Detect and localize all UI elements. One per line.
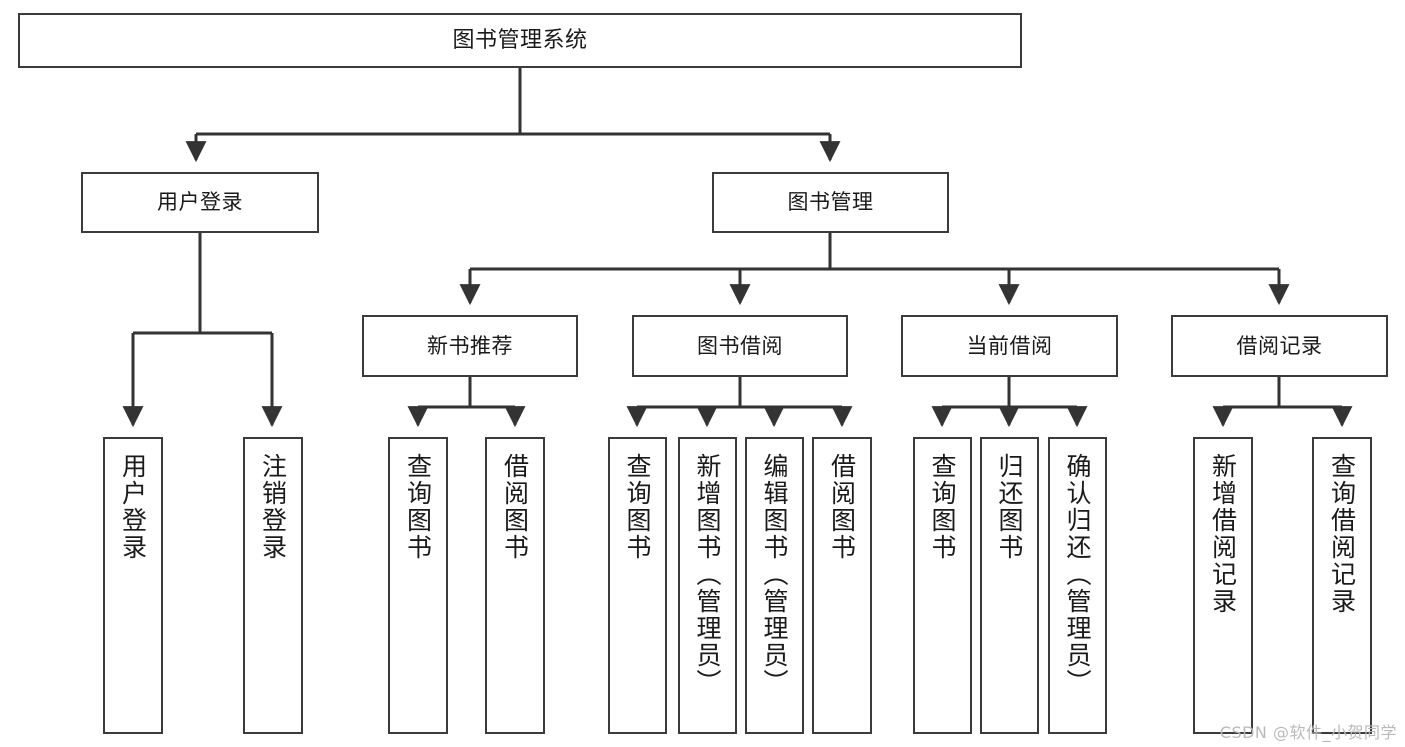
node-leaf-edit-book-label: 编辑图书（管理员） [760,453,789,696]
node-leaf-query-book-2[interactable]: 查询图书 [608,437,667,734]
node-leaf-query-record[interactable]: 查询借阅记录 [1312,437,1372,734]
node-borrow-record[interactable]: 借阅记录 [1171,315,1388,377]
node-user-login[interactable]: 用户登录 [81,172,319,233]
node-book-manage[interactable]: 图书管理 [712,172,949,233]
node-root-label: 图书管理系统 [452,27,588,53]
node-leaf-borrow-book-1[interactable]: 借阅图书 [485,437,545,734]
node-current-borrow-label: 当前借阅 [966,333,1053,358]
node-user-login-label: 用户登录 [157,190,243,215]
node-leaf-add-record[interactable]: 新增借阅记录 [1193,437,1253,734]
node-new-book-rec-label: 新书推荐 [427,333,513,358]
node-borrow-record-label: 借阅记录 [1236,333,1323,358]
node-leaf-user-login-label: 用户登录 [118,453,148,561]
node-leaf-query-book-3[interactable]: 查询图书 [913,437,972,734]
node-leaf-borrow-book-2-label: 借阅图书 [827,453,857,561]
node-leaf-borrow-book-2[interactable]: 借阅图书 [812,437,872,734]
node-leaf-add-book-label: 新增图书（管理员） [693,453,722,696]
node-leaf-return-book[interactable]: 归还图书 [980,437,1039,734]
node-leaf-query-record-label: 查询借阅记录 [1327,453,1357,615]
node-leaf-query-book-2-label: 查询图书 [623,453,652,561]
node-leaf-edit-book[interactable]: 编辑图书（管理员） [745,437,804,734]
node-leaf-borrow-book-1-label: 借阅图书 [500,453,530,561]
node-leaf-user-login[interactable]: 用户登录 [103,437,163,734]
node-leaf-add-book[interactable]: 新增图书（管理员） [678,437,737,734]
node-book-borrow[interactable]: 图书借阅 [632,315,848,377]
node-current-borrow[interactable]: 当前借阅 [901,315,1118,377]
node-book-manage-label: 图书管理 [787,190,874,215]
node-root[interactable]: 图书管理系统 [18,13,1022,68]
node-book-borrow-label: 图书借阅 [697,333,783,358]
node-leaf-add-record-label: 新增借阅记录 [1208,453,1238,615]
node-leaf-confirm-return[interactable]: 确认归还（管理员） [1048,437,1107,734]
csdn-watermark: CSDN @软件_小贺同学 [1219,723,1397,742]
node-leaf-confirm-return-label: 确认归还（管理员） [1063,453,1092,696]
node-leaf-query-book-1[interactable]: 查询图书 [388,437,448,734]
node-leaf-return-book-label: 归还图书 [995,453,1024,561]
node-leaf-user-logout-label: 注销登录 [258,453,288,561]
node-leaf-user-logout[interactable]: 注销登录 [243,437,303,734]
node-leaf-query-book-3-label: 查询图书 [928,453,957,561]
node-leaf-query-book-1-label: 查询图书 [403,453,433,561]
node-new-book-rec[interactable]: 新书推荐 [362,315,578,377]
